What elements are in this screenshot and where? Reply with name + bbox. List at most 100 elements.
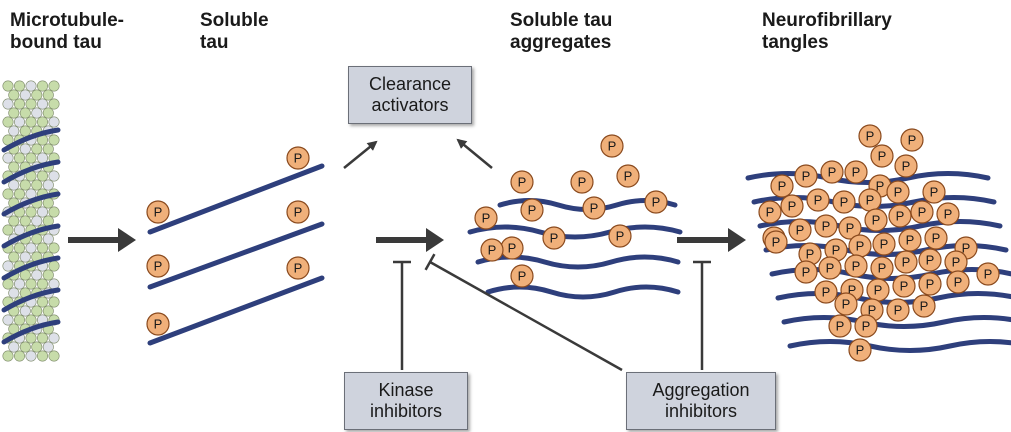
tubulin-bead (25, 242, 37, 254)
phosphate-label: P (578, 175, 587, 190)
tubulin-bead (2, 260, 14, 272)
phosphate-circle (910, 200, 934, 224)
phosphate-label: P (508, 241, 517, 256)
phosphate-label: P (778, 179, 787, 194)
tubulin-bead (19, 179, 31, 191)
tubulin-bead (2, 350, 14, 362)
phosphate-label: P (896, 209, 905, 224)
tubulin-bead (48, 350, 60, 362)
bound-tau-strand (1, 127, 61, 153)
clearance-arrow-from-aggregates (456, 138, 493, 169)
tubulin-bead (8, 341, 20, 353)
tubulin-bead (48, 206, 60, 218)
phosphate-circle (286, 200, 310, 224)
bound-tau-strand (1, 287, 61, 313)
phosphate-label: P (852, 165, 861, 180)
aggregation-inhibition-line-to-soluble-bar (424, 253, 436, 271)
phosphate-circle (764, 230, 788, 254)
tubulin-bead (2, 314, 14, 326)
phosphate-circle (976, 262, 1000, 286)
tubulin-bead (25, 278, 37, 290)
bound-tau-strand (1, 191, 61, 217)
phosphate-circle (918, 248, 942, 272)
phosphate-label: P (766, 205, 775, 220)
phosphate-circle (864, 208, 888, 232)
soluble-tau-strand (147, 163, 325, 235)
tubulin-bead (36, 332, 48, 344)
tubulin-bead (25, 116, 37, 128)
tubulin-bead (14, 116, 25, 128)
microtubule (1, 80, 61, 362)
tubulin-bead (2, 278, 14, 290)
tubulin-bead (25, 80, 37, 92)
tubulin-bead (31, 143, 43, 155)
tubulin-bead (19, 341, 31, 353)
tubulin-bead (31, 107, 43, 119)
soluble-tau-strand (147, 221, 325, 290)
tangle-strand (781, 315, 1011, 329)
tubulin-bead (36, 98, 48, 110)
phosphate-circle (608, 224, 632, 248)
tubulin-bead (42, 143, 54, 155)
phosphate-circle (894, 250, 918, 274)
tubulin-bead (8, 161, 20, 173)
phosphate-circle (814, 214, 838, 238)
tubulin-bead (8, 125, 20, 137)
process-arrowhead (728, 228, 746, 252)
tubulin-bead (14, 188, 25, 200)
tubulin-bead (25, 98, 37, 110)
tubulin-bead (31, 341, 43, 353)
tubulin-bead (42, 269, 54, 281)
phosphate-circle (520, 198, 544, 222)
tubulin-bead (42, 341, 54, 353)
tubulin-bead (8, 89, 20, 101)
tubulin-bead (2, 188, 14, 200)
phosphate-label: P (802, 169, 811, 184)
phosphate-label: P (880, 237, 889, 252)
tubulin-bead (8, 107, 20, 119)
process-arrows (68, 138, 746, 372)
tubulin-bead (31, 233, 43, 245)
tangle-strand (745, 171, 991, 185)
phosphate-label: P (852, 259, 861, 274)
phosphate-circle (600, 134, 624, 158)
process-arrowhead (118, 228, 136, 252)
phosphate-circle (510, 264, 534, 288)
tubulin-bead (25, 332, 37, 344)
phosphate-label: P (772, 235, 781, 250)
phosphate-circle (918, 272, 942, 296)
phosphate-circle (146, 200, 170, 224)
phosphate-circle (794, 164, 818, 188)
phosphate-circle (146, 312, 170, 336)
phosphate-label: P (868, 303, 877, 318)
phosphate-label: P (796, 223, 805, 238)
tubulin-bead (42, 233, 54, 245)
phosphate-label: P (932, 231, 941, 246)
phosphate-circle (912, 294, 936, 318)
bound-tau-strand (1, 255, 61, 281)
title-soluble-tau: Soluble tau (200, 10, 269, 53)
phosphate-circle (870, 144, 894, 168)
phosphate-label: P (806, 247, 815, 262)
phosphate-circle (286, 146, 310, 170)
phosphate-label: P (856, 239, 865, 254)
tubulin-bead (25, 350, 37, 362)
phosphate-circle (582, 196, 606, 220)
tubulin-bead (48, 98, 60, 110)
phosphate-label: P (624, 169, 633, 184)
phosphate-label: P (862, 319, 871, 334)
bound-tau-strand (1, 223, 61, 249)
tubulin-bead (19, 215, 31, 227)
tubulin-bead (19, 251, 31, 263)
tubulin-bead (14, 242, 25, 254)
tubulin-bead (14, 98, 25, 110)
phosphate-circle (814, 280, 838, 304)
phosphate-label: P (866, 193, 875, 208)
tubulin-bead (48, 80, 60, 92)
phosphate-label: P (846, 221, 855, 236)
aggregate-strand (485, 284, 681, 300)
phosphate-circle (510, 170, 534, 194)
phosphate-label: P (926, 277, 935, 292)
phosphate-label: P (962, 241, 971, 256)
